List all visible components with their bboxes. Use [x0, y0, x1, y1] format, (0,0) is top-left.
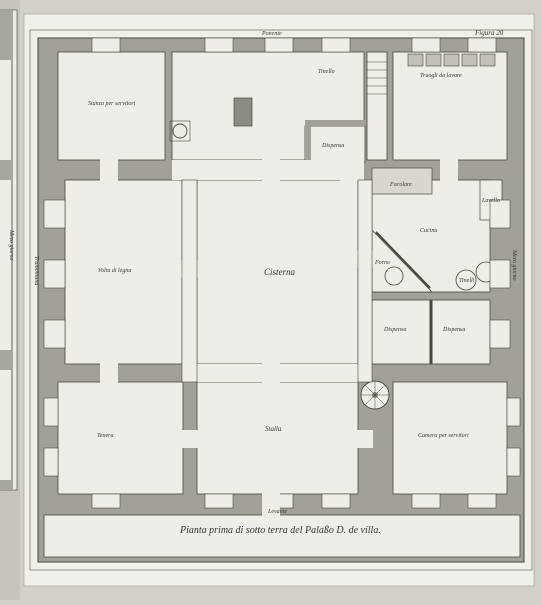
- label-stalla: Stalla: [265, 425, 282, 433]
- label-truogli: Truogli da lavare: [420, 73, 462, 79]
- label-camera-servitori: Camera per servitori: [418, 433, 469, 439]
- plate-number: Figura 20: [475, 29, 504, 37]
- tinelli-vessel: [455, 269, 477, 291]
- stair-steps: [367, 61, 387, 95]
- room-dispensa-top: [304, 125, 366, 163]
- room-tenera: [57, 381, 184, 495]
- well-frame: [169, 120, 191, 142]
- corridor-right-outline: [357, 179, 373, 383]
- door-openings: [100, 159, 458, 516]
- top-compass-label: Ponente: [262, 31, 282, 37]
- plan-caption: Pianta prima di sotto terra del Palaßo D…: [180, 525, 381, 536]
- right-compass-label: Mezo giorno: [511, 250, 517, 281]
- room-volta-legna: [64, 179, 183, 365]
- well-circle: [172, 123, 188, 139]
- left-plate-label: Mezo giorno: [8, 230, 14, 261]
- corridor-left-outline: [181, 179, 198, 383]
- oven-vessel: [384, 266, 404, 286]
- room-truogli: [392, 51, 508, 161]
- left-compass-label: Tramontana: [33, 256, 39, 286]
- label-forno: Forno: [375, 260, 390, 266]
- left-plate-room: [0, 180, 11, 350]
- rooms-layer: [43, 51, 521, 558]
- wall-segment: [305, 126, 311, 162]
- label-dispensa-left: Dispensa: [384, 327, 407, 333]
- corridor-left: [182, 180, 197, 382]
- label-stanza-servitori: Stanza per servitori: [88, 101, 136, 107]
- label-lavello: Lavello: [482, 198, 500, 204]
- focolare-hearth: [371, 167, 433, 195]
- label-cisterna: Cisterna: [264, 267, 296, 277]
- washing-tubs: [407, 53, 496, 67]
- room-camera-servitori: [392, 381, 508, 495]
- spiral-steps: [361, 381, 389, 409]
- left-plate-room: [0, 370, 11, 480]
- bottom-compass-label: Levante: [268, 509, 287, 515]
- stair-top: [366, 51, 388, 161]
- corridor-bottom: [183, 364, 372, 382]
- pillar: [233, 97, 253, 127]
- wall-segment: [305, 120, 365, 126]
- room-cisterna: [196, 179, 359, 365]
- room-stalla: [196, 381, 359, 495]
- plate-border: [29, 29, 533, 571]
- label-dispensa-right: Dispensa: [443, 327, 466, 333]
- label-tenera: Tenera: [97, 433, 114, 439]
- label-cucina: Cucina: [420, 228, 438, 234]
- left-plate-room: [0, 60, 11, 160]
- bottom-portico: [43, 514, 521, 558]
- window-niches: [43, 37, 521, 509]
- oven-wall: [375, 231, 431, 289]
- label-tinello: Tinello: [318, 69, 335, 75]
- corridor-right: [358, 180, 372, 382]
- label-dispensa-top: Dispensa: [322, 143, 345, 149]
- label-tinelli: Tinelli: [459, 278, 475, 284]
- room-stanza-servitori: [57, 51, 166, 161]
- label-volta-legna: Volta di legna: [98, 268, 132, 274]
- label-focolare: Focolare: [390, 182, 412, 188]
- corridor-top: [172, 160, 364, 180]
